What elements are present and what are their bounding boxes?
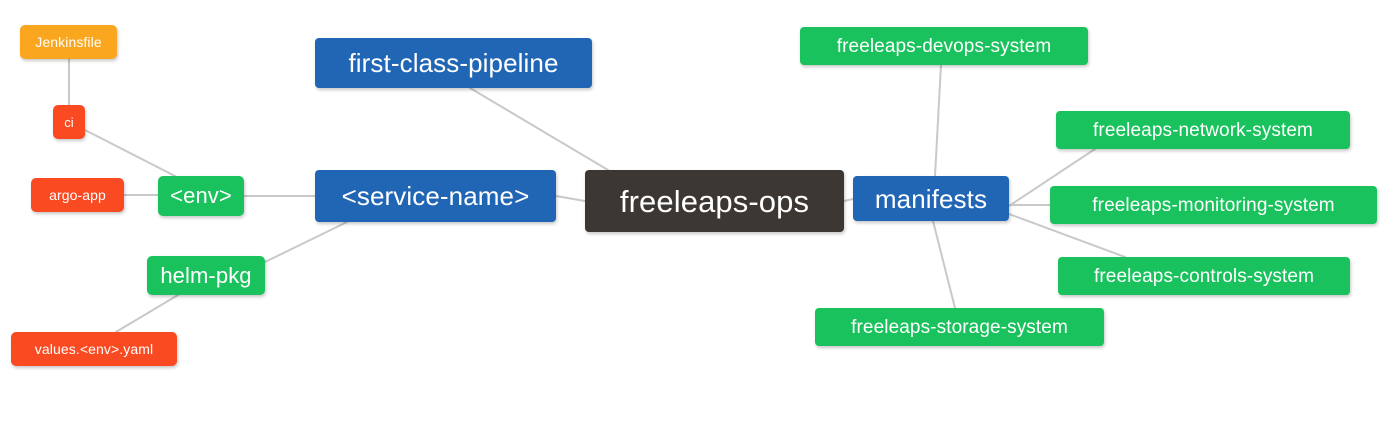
edge-manifests-to-freeleaps-storage-system [932,220,956,309]
edge-env-to-ci [84,129,176,177]
node-label: Jenkinsfile [35,34,102,50]
node-values-env-yaml[interactable]: values.<env>.yaml [11,332,177,366]
node-label: freeleaps-devops-system [836,35,1052,57]
node-freeleaps-storage-system[interactable]: freeleaps-storage-system [815,308,1104,346]
node-label: first-class-pipeline [348,48,559,78]
node-helm-pkg[interactable]: helm-pkg [147,256,265,295]
node-label: argo-app [49,187,106,203]
node-freeleaps-network-system[interactable]: freeleaps-network-system [1056,111,1350,149]
node-env[interactable]: <env> [158,176,244,216]
node-freeleaps-devops-system[interactable]: freeleaps-devops-system [800,27,1088,65]
node-label: freeleaps-controls-system [1093,265,1315,287]
edge-freeleaps-ops-to-first-class-pipeline [469,87,609,171]
node-label: ci [64,114,74,130]
node-label: freeleaps-monitoring-system [1092,194,1335,216]
node-label: freeleaps-network-system [1093,119,1313,141]
edge-helm-pkg-to-values-env-yaml [115,294,179,333]
node-freeleaps-controls-system[interactable]: freeleaps-controls-system [1058,257,1350,295]
node-label: freeleaps-storage-system [851,316,1068,338]
node-ci[interactable]: ci [53,105,85,139]
edge-freeleaps-ops-to-service-name [555,195,586,202]
edge-freeleaps-ops-to-manifests [843,198,854,202]
node-label: freeleaps-ops [619,183,810,219]
node-freeleaps-ops[interactable]: freeleaps-ops [585,170,844,232]
node-label: <env> [170,183,232,208]
node-manifests[interactable]: manifests [853,176,1009,221]
node-first-class-pipeline[interactable]: first-class-pipeline [315,38,592,88]
node-label: values.<env>.yaml [34,341,154,357]
node-freeleaps-monitoring-system[interactable]: freeleaps-monitoring-system [1050,186,1377,224]
node-label: helm-pkg [160,262,252,288]
edge-service-name-to-helm-pkg [264,221,348,263]
node-label: manifests [874,183,988,214]
node-label: <service-name> [341,181,530,211]
node-argo-app[interactable]: argo-app [31,178,124,212]
node-jenkinsfile[interactable]: Jenkinsfile [20,25,117,59]
edge-manifests-to-freeleaps-devops-system [934,64,942,177]
node-service-name[interactable]: <service-name> [315,170,556,222]
